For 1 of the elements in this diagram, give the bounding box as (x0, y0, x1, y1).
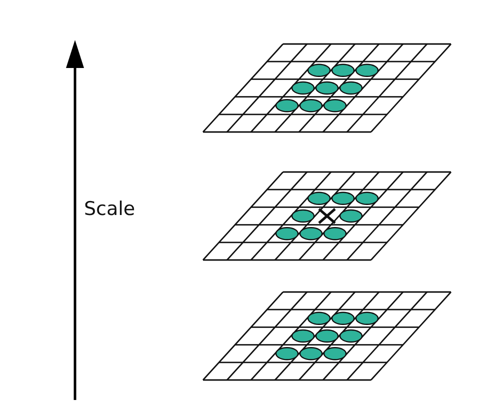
axis-label: Scale (84, 198, 136, 220)
